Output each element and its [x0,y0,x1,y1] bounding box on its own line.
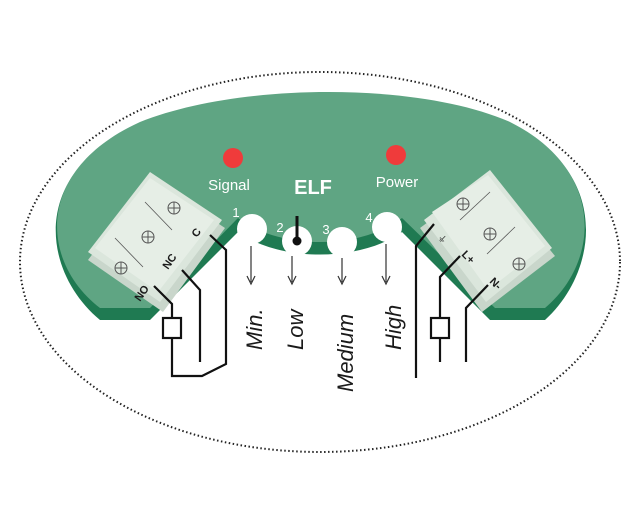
screw-icon [141,230,155,244]
screw-icon [114,261,128,275]
position-number-3: 3 [322,222,329,237]
arrow-min [246,246,256,286]
screw-icon [456,197,470,211]
relay-coil-right [429,316,451,340]
sensitivity-label-min: Min. [242,308,267,350]
screw-icon [483,227,497,241]
sensitivity-label-low: Low [283,308,308,350]
selector-pointer [292,216,302,246]
position-number-1: 1 [232,205,239,220]
arrow-low [287,256,297,286]
screw-icon [512,257,526,271]
device-title: ELF [294,177,332,199]
selector-position-3[interactable] [327,227,357,257]
power-wiring [414,223,489,378]
arrow-medium [337,258,347,286]
position-number-4: 4 [365,210,372,225]
left-terminal-block: NO NC C [88,172,225,312]
signal-label: Signal [208,177,250,194]
sensitivity-label-high: High [381,305,406,350]
position-number-2: 2 [276,220,283,235]
selector-position-4[interactable] [372,212,402,242]
selector-position-1[interactable] [237,214,267,244]
sensitivity-label-medium: Medium [333,314,358,392]
relay-wiring [153,234,228,378]
power-led [386,145,406,165]
arrow-high [381,244,391,286]
right-terminal-block: ⏚ L+ N- [420,170,555,312]
signal-led [223,148,243,168]
power-label: Power [376,174,419,191]
screw-icon [167,201,181,215]
relay-coil-left [161,316,183,340]
enclosure-outline [19,71,621,453]
